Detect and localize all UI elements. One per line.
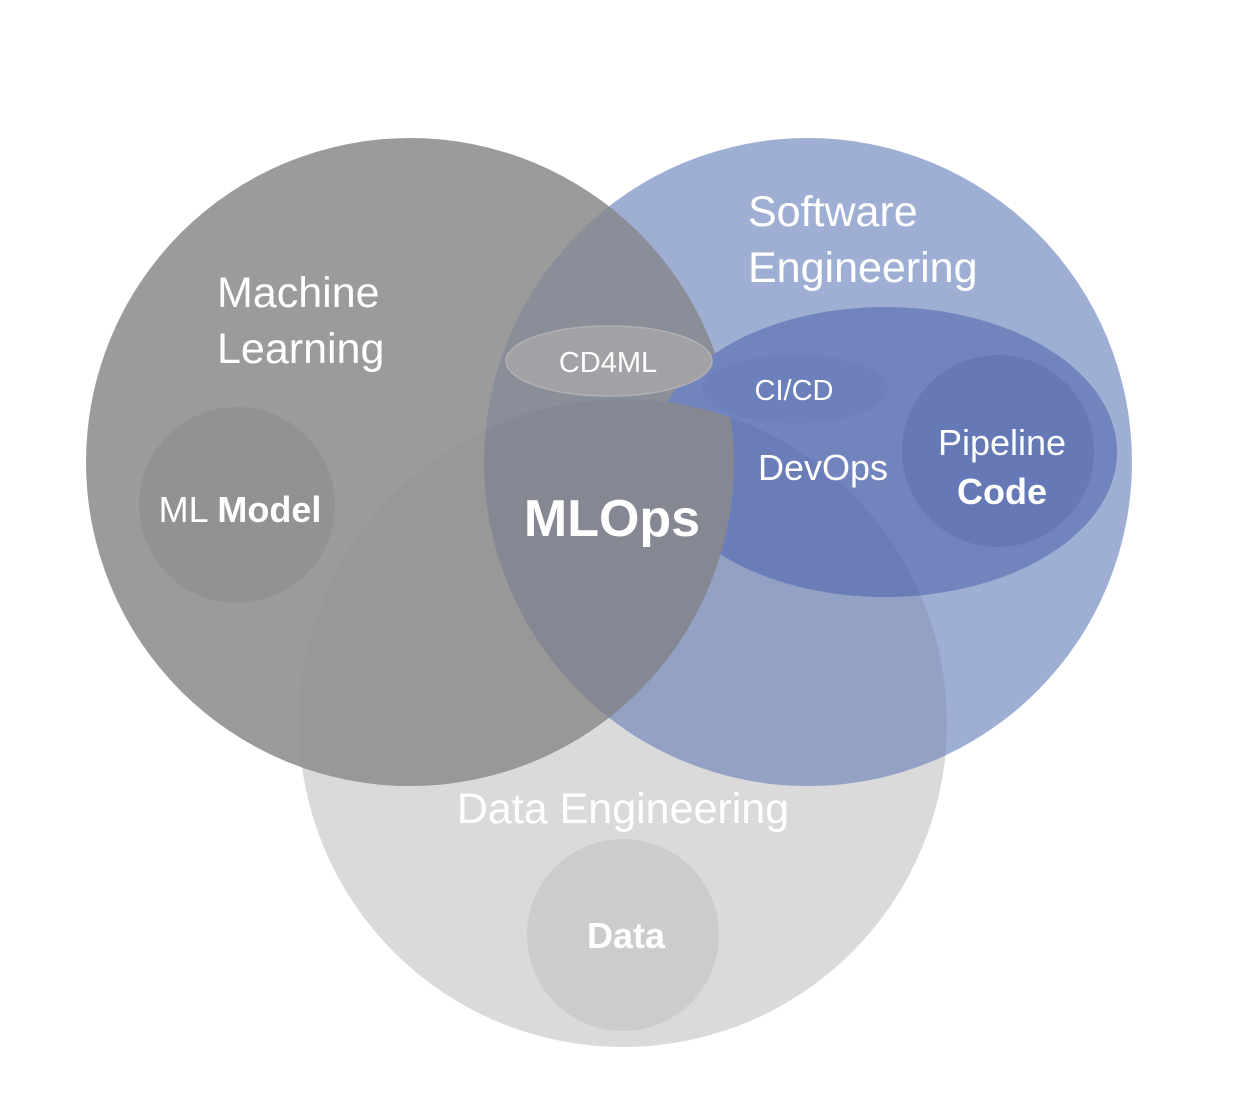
devops-label: DevOps xyxy=(758,447,888,488)
software-engineering-label-line1: Software xyxy=(748,188,918,236)
ml-model-circle xyxy=(139,407,335,603)
data-label: Data xyxy=(587,915,666,956)
data-circle xyxy=(527,839,719,1031)
software-engineering-label-line2: Engineering xyxy=(748,244,978,292)
cd4ml-label: CD4ML xyxy=(559,347,657,379)
ml-model-emphasis: Model xyxy=(217,489,321,530)
data-engineering-label: Data Engineering xyxy=(457,785,789,833)
ml-model-label: ML Model xyxy=(159,489,322,530)
mlops-label: MLOps xyxy=(524,490,700,548)
cicd-ellipse xyxy=(702,355,888,423)
pipeline-label: Pipeline xyxy=(938,422,1066,463)
machine-learning-label-line2: Learning xyxy=(217,325,384,373)
cicd-label: CI/CD xyxy=(755,375,834,407)
machine-learning-label-line1: Machine xyxy=(217,269,380,317)
ml-model-prefix: ML xyxy=(159,489,208,530)
pipeline-code-circle xyxy=(902,355,1094,547)
cd4ml-ellipse xyxy=(505,325,713,397)
code-label: Code xyxy=(957,471,1047,512)
